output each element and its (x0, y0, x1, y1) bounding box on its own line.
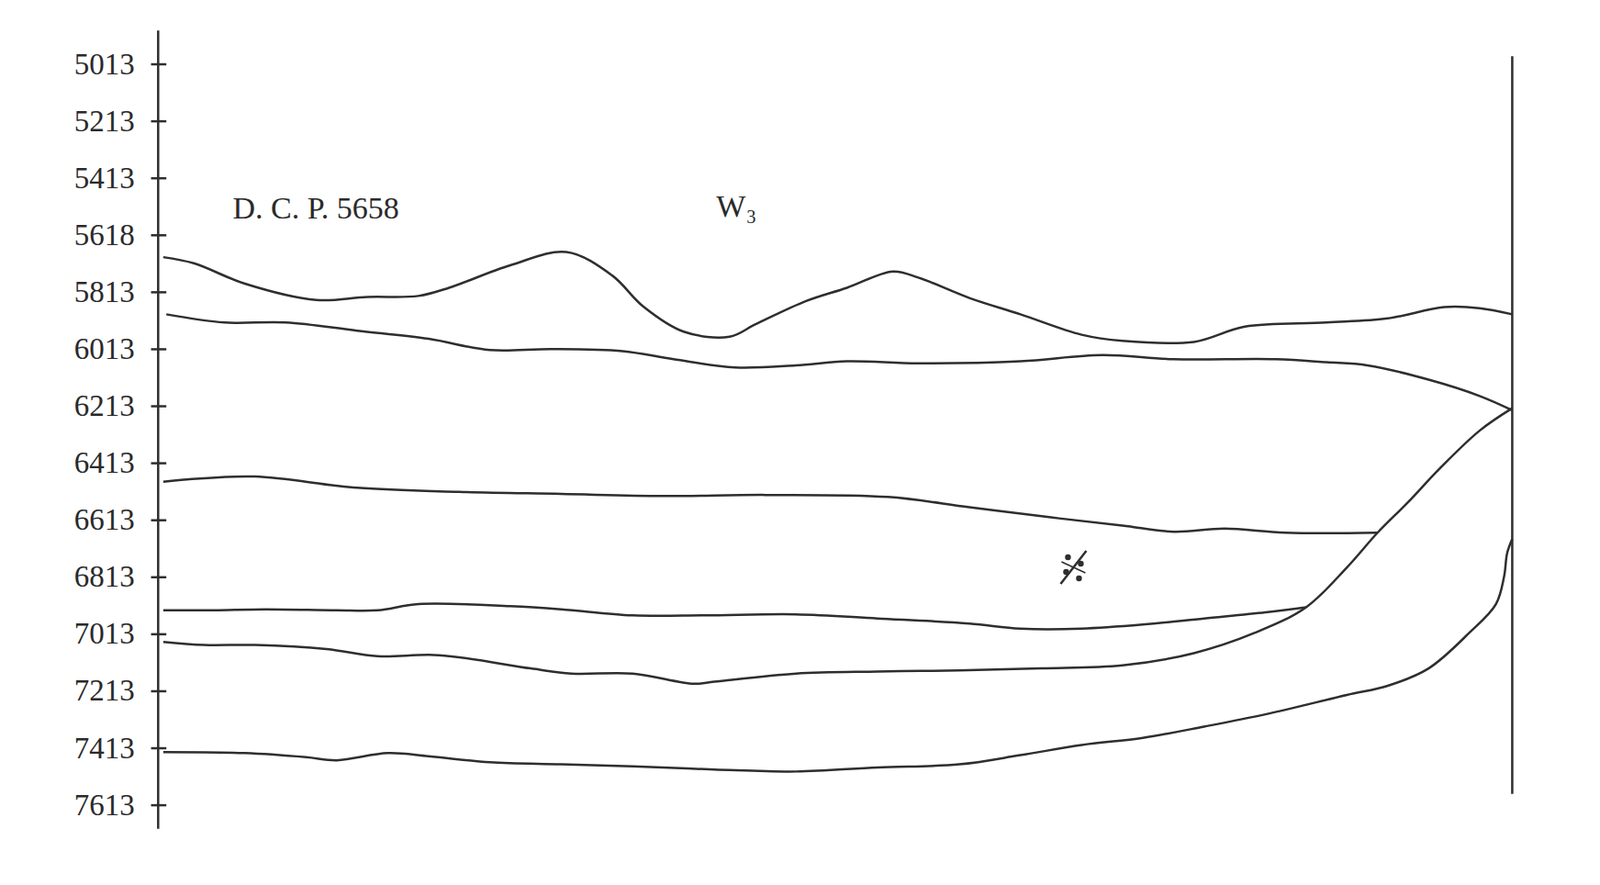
horizon-line (166, 313, 1512, 410)
axis-tick (151, 633, 168, 637)
well-line (1510, 55, 1514, 795)
axis-tick (151, 747, 168, 750)
axis-tick (151, 290, 168, 294)
depth-value: 5813 (74, 277, 135, 308)
depth-value: 5013 (74, 49, 135, 80)
depth-value: 5413 (74, 163, 135, 194)
horizon-line (163, 408, 1513, 684)
symbol-dot (1064, 554, 1071, 560)
depth-value: 7613 (74, 790, 135, 821)
depth-value: 6413 (74, 447, 135, 479)
horizon-line (163, 538, 1513, 772)
axis-tick (151, 234, 168, 237)
axis-tick (151, 804, 168, 807)
depth-value: 6813 (74, 561, 135, 593)
depth-value: 6613 (74, 504, 135, 536)
symbol-dot (1075, 575, 1082, 582)
axis-tick (151, 404, 168, 408)
oil-gas-symbol (1060, 550, 1086, 584)
symbol-dot (1062, 569, 1069, 575)
section-label: W₃ (716, 190, 757, 223)
symbol-dot (1077, 560, 1084, 567)
depth-value: 7213 (74, 675, 135, 706)
axis-tick (151, 63, 168, 67)
section-label: D. C. P. 5658 (232, 192, 399, 224)
depth-axis (156, 30, 160, 828)
horizon-line (163, 251, 1513, 344)
depth-value: 5213 (74, 106, 135, 137)
depth-value: 7013 (74, 618, 135, 649)
depth-value: 7413 (74, 733, 135, 764)
horizon-line (163, 476, 1378, 534)
axis-tick (151, 461, 168, 465)
axis-tick (151, 177, 168, 180)
depth-value: 6213 (74, 391, 135, 422)
depth-value: 5618 (74, 220, 135, 251)
symbol-stroke (1060, 550, 1086, 584)
depth-value: 6013 (74, 334, 135, 365)
axis-tick (151, 347, 168, 351)
axis-tick (151, 690, 168, 694)
axis-tick (151, 120, 168, 124)
horizon-line (163, 604, 1307, 630)
axis-tick (151, 518, 168, 522)
axis-tick (151, 576, 168, 580)
